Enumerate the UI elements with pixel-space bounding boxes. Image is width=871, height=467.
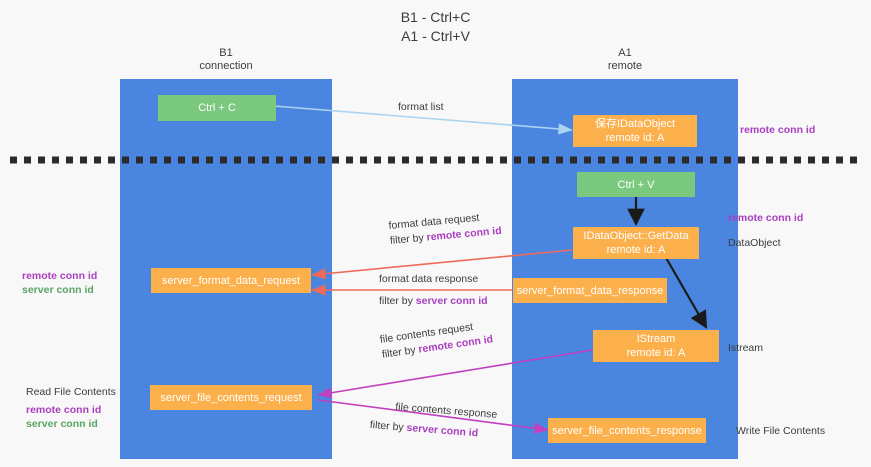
annotation-left-remote-conn-id: remote conn id	[22, 270, 98, 282]
filter-prefix: filter by	[369, 418, 408, 434]
edge-label-file-contents-response: file contents response filter by server …	[369, 398, 498, 443]
filter-key: server conn id	[406, 421, 479, 440]
node-ctrl-v[interactable]: Ctrl + V	[577, 172, 695, 197]
edge-label-file-contents-response-filter: filter by server conn id	[369, 418, 496, 443]
node-server-format-data-response[interactable]: server_format_data_response	[513, 278, 667, 303]
page-title: B1 - Ctrl+C A1 - Ctrl+V	[400, 9, 471, 44]
node-server-file-contents-request[interactable]: server_file_contents_request	[150, 385, 312, 410]
annotation-remote-conn-id-top: remote conn id	[740, 124, 816, 136]
node-data-object[interactable]: 保存IDataObject remote id: A	[573, 115, 697, 147]
filter-prefix: filter by	[379, 295, 416, 307]
node-ctrl-c[interactable]: Ctrl + C	[158, 95, 276, 121]
annotation-left-server-conn-id: server conn id	[22, 284, 94, 296]
node-server-file-contents-response[interactable]: server_file_contents_response	[548, 418, 706, 443]
annotation-istream: Istream	[728, 342, 764, 354]
node-server-format-data-request[interactable]: server_format_data_request	[151, 268, 311, 293]
edge-label-format-data-request: format data request filter by remote con…	[388, 209, 502, 249]
annotation-remote-conn-id-mid: remote conn id	[728, 212, 804, 224]
column-header-b1-connection: B1 connection	[199, 47, 253, 72]
filter-prefix: filter by	[389, 231, 428, 247]
edge-label-format-data-response: format data response filter by server co…	[379, 272, 488, 309]
edge-label-format-data-response-text: format data response	[379, 273, 479, 285]
column-header-a1-remote: A1 remote	[607, 47, 643, 72]
edge-label-file-contents-request: file contents request filter by remote c…	[379, 317, 494, 362]
annotation-write-file-contents: Write File Contents	[736, 425, 826, 437]
annotation-data-object: DataObject	[728, 237, 781, 249]
node-istream[interactable]: IStream remote id: A	[593, 330, 719, 362]
annotation-left-server-conn-id-2: server conn id	[26, 418, 98, 430]
annotation-left-remote-conn-id-2: remote conn id	[26, 404, 102, 416]
filter-key: server conn id	[415, 295, 488, 307]
edge-label-format-data-response-filter: filter by server conn id	[379, 294, 488, 309]
filter-prefix: filter by	[381, 343, 420, 361]
edge-label-format-list: format list	[398, 101, 444, 113]
node-idataobject-getdata[interactable]: IDataObject::GetData remote id: A	[573, 227, 699, 259]
annotation-read-file-contents: Read File Contents	[26, 386, 116, 398]
